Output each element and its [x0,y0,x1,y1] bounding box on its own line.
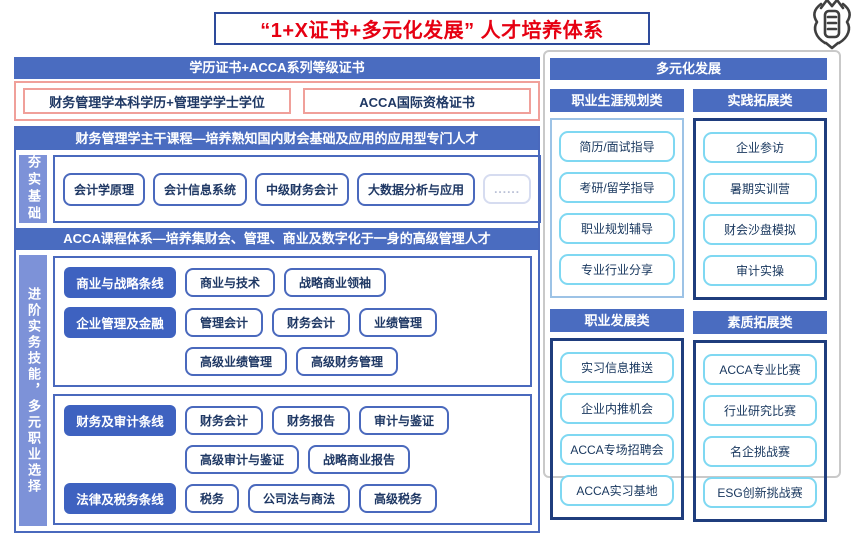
course-pill: 高级业绩管理 [185,347,288,376]
course-pill: 中级财务会计 [255,172,350,206]
activity-pill: 专业行业分享 [559,254,675,285]
course-pill: 财务会计 [272,308,351,337]
activity-pill: ACCA专业比赛 [703,354,817,385]
course-pill: 公司法与商法 [248,484,351,513]
course-pill: 业绩管理 [359,308,438,337]
activity-pill: 审计实操 [703,255,817,286]
course-pill: 战略商业报告 [308,445,411,474]
activity-pill: 行业研究比赛 [703,395,817,426]
activity-pill: ACCA专场招聘会 [560,434,674,465]
course-pill: 战略商业领袖 [284,268,387,297]
activity-pill: 简历/面试指导 [559,131,675,162]
track-label: 企业管理及金融 [64,307,176,338]
category-header: 实践拓展类 [693,89,827,112]
category-column-right: 实践拓展类 企业参访 暑期实训营 财会沙盘模拟 审计实操 素质拓展类 ACCA专… [693,89,827,522]
course-pill: 财务报告 [272,406,351,435]
category-header: 职业发展类 [550,309,684,332]
course-pill: 财务会计 [185,406,264,435]
category-header: 职业生涯规划类 [550,89,684,112]
course-group-audit-law: 财务及审计条线 财务会计 财务报告 审计与鉴证 高级审计与鉴证 战略商业报告 法… [53,394,532,525]
category-grid: 职业生涯规划类 简历/面试指导 考研/留学指导 职业规划辅导 专业行业分享 职业… [550,89,827,522]
course-pill: 高级税务 [359,484,438,513]
track-label: 财务及审计条线 [64,405,176,436]
activity-pill: 企业内推机会 [560,393,674,424]
course-pill: 会计学原理 [63,172,146,206]
course-row: 高级业绩管理 高级财务管理 [61,347,524,376]
major-courses-header-bar: 财务管理学主干课程—培养熟知国内财会基础及应用的应用型专门人才 [16,128,538,150]
category-items-box: 企业参访 暑期实训营 财会沙盘模拟 审计实操 [693,118,827,300]
category-career-development: 职业发展类 实习信息推送 企业内推机会 ACCA专场招聘会 ACCA实习基地 [550,309,684,520]
activity-pill: 名企挑战赛 [703,436,817,467]
activity-pill: 财会沙盘模拟 [703,214,817,245]
foundation-row: 夯实基础 会计学原理 会计信息系统 中级财务会计 大数据分析与应用 ...... [16,150,542,228]
course-pill: 审计与鉴证 [359,406,450,435]
cert-header-bar: 学历证书+ACCA系列等级证书 [14,57,540,79]
activity-pill: ESG创新挑战赛 [703,477,817,508]
cert-boxes-container: 财务管理学本科学历+管理学学士学位 ACCA国际资格证书 [14,81,540,121]
activity-pill: 职业规划辅导 [559,213,675,244]
course-row: 高级审计与鉴证 战略商业报告 [61,445,524,474]
category-quality-expansion: 素质拓展类 ACCA专业比赛 行业研究比赛 名企挑战赛 ESG创新挑战赛 [693,311,827,522]
category-practice-expansion: 实践拓展类 企业参访 暑期实训营 财会沙盘模拟 审计实操 [693,89,827,300]
activity-pill: 暑期实训营 [703,173,817,204]
course-pill: 会计信息系统 [153,172,248,206]
acca-courses-header-bar: ACCA课程体系—培养集财会、管理、商业及数字化于一身的高级管理人才 [16,228,538,250]
page-title: “1+X证书+多元化发展” 人才培养体系 [260,20,604,42]
category-column-left: 职业生涯规划类 简历/面试指导 考研/留学指导 职业规划辅导 专业行业分享 职业… [550,89,684,522]
course-pill: 大数据分析与应用 [357,172,476,206]
course-pill: 商业与技术 [185,268,276,297]
category-items-box: ACCA专业比赛 行业研究比赛 名企挑战赛 ESG创新挑战赛 [693,340,827,522]
activity-pill: 考研/留学指导 [559,172,675,203]
category-career-planning: 职业生涯规划类 简历/面试指导 考研/留学指导 职业规划辅导 专业行业分享 [550,89,684,298]
diversified-header-bar: 多元化发展 [550,58,827,80]
foundation-courses-box: 会计学原理 会计信息系统 中级财务会计 大数据分析与应用 ...... [53,155,542,223]
diversified-development-panel: 多元化发展 职业生涯规划类 简历/面试指导 考研/留学指导 职业规划辅导 专业行… [543,50,841,522]
course-pill: 高级财务管理 [296,347,399,376]
course-pill: 高级审计与鉴证 [185,445,300,474]
activity-pill: 企业参访 [703,132,817,163]
activity-pill: 实习信息推送 [560,352,674,383]
school-seal-icon [813,0,851,50]
category-items-box: 实习信息推送 企业内推机会 ACCA专场招聘会 ACCA实习基地 [550,338,684,520]
course-pill: 税务 [185,484,240,513]
advanced-stage-label: 进阶实务技能，多元职业选择 [19,255,47,526]
track-label: 商业与战略条线 [64,267,176,298]
category-items-box: 简历/面试指导 考研/留学指导 职业规划辅导 专业行业分享 [550,118,684,298]
certificates-and-courses-panel: 学历证书+ACCA系列等级证书 财务管理学本科学历+管理学学士学位 ACCA国际… [14,57,542,533]
course-pill: 管理会计 [185,308,264,337]
course-row: 财务及审计条线 财务会计 财务报告 审计与鉴证 [61,405,524,436]
ellipsis-pill: ...... [483,174,532,204]
page-title-box: “1+X证书+多元化发展” 人才培养体系 [214,12,650,45]
acca-course-groups: 商业与战略条线 商业与技术 战略商业领袖 企业管理及金融 管理会计 财务会计 业… [53,256,532,525]
acca-cert-box: ACCA国际资格证书 [303,88,531,114]
course-group-business: 商业与战略条线 商业与技术 战略商业领袖 企业管理及金融 管理会计 财务会计 业… [53,256,532,387]
foundation-stage-label: 夯实基础 [19,155,47,223]
activity-pill: ACCA实习基地 [560,475,674,506]
advanced-row: 进阶实务技能，多元职业选择 商业与战略条线 商业与技术 战略商业领袖 企业管理及… [16,250,538,531]
course-row: 企业管理及金融 管理会计 财务会计 业绩管理 [61,307,524,338]
category-header: 素质拓展类 [693,311,827,334]
course-row: 商业与战略条线 商业与技术 战略商业领袖 [61,267,524,298]
curriculum-box: 财务管理学主干课程—培养熟知国内财会基础及应用的应用型专门人才 夯实基础 会计学… [14,126,542,533]
degree-cert-box: 财务管理学本科学历+管理学学士学位 [23,88,292,114]
